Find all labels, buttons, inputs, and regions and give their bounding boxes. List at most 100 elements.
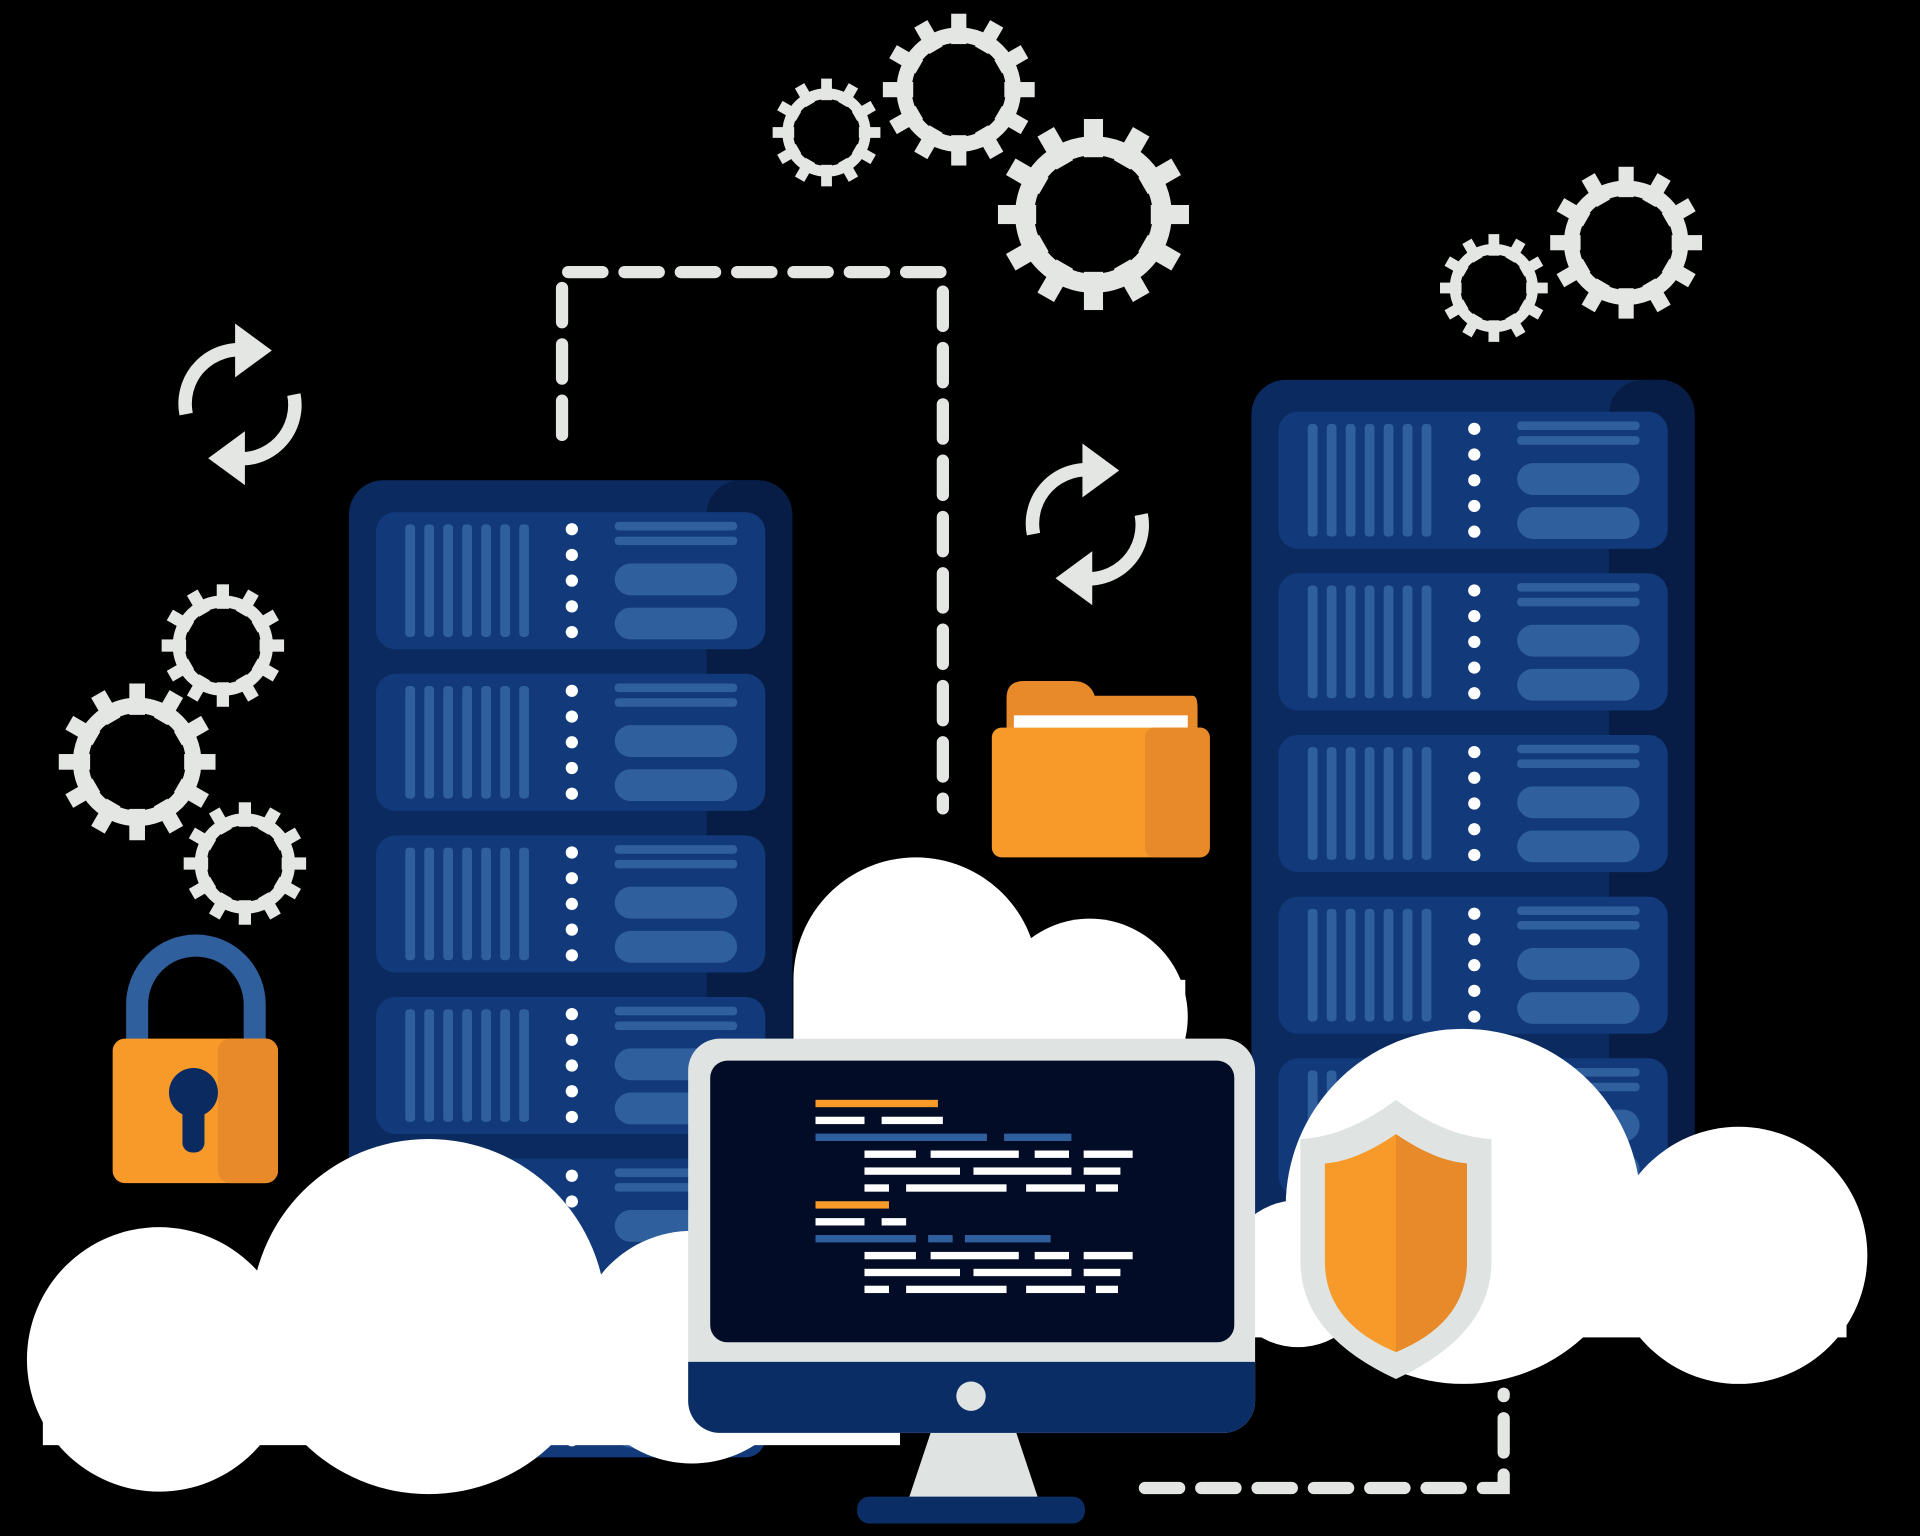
vent-bar: [1345, 908, 1356, 1022]
rack-unit: [375, 673, 766, 811]
rack-unit: [1278, 896, 1668, 1034]
indicator-line: [1517, 921, 1640, 930]
rack-unit: [1278, 411, 1668, 549]
status-dot: [565, 1169, 578, 1182]
indicator-line: [1517, 583, 1640, 592]
vent-bar: [481, 685, 492, 799]
status-dot: [1468, 745, 1481, 759]
drive-slot: [1517, 992, 1640, 1024]
status-dot: [565, 1033, 578, 1046]
status-dot: [1468, 797, 1481, 810]
code-line: [815, 1201, 889, 1209]
refresh-icons: [178, 323, 1149, 606]
code-line: [864, 1184, 889, 1192]
status-dot: [565, 710, 578, 723]
code-line: [864, 1150, 916, 1158]
status-dot: [1468, 771, 1481, 784]
refresh-icon: [178, 323, 302, 486]
status-dot: [565, 736, 578, 749]
gear-ring: [72, 697, 202, 827]
code-line: [1083, 1150, 1133, 1158]
vent-bar: [481, 524, 492, 637]
code-line: [815, 1218, 865, 1226]
vent-bar: [405, 1009, 416, 1122]
status-dot: [565, 523, 578, 536]
status-dot: [1468, 499, 1481, 513]
status-dot: [1468, 584, 1481, 597]
refresh-arc: [1078, 513, 1149, 586]
code-line: [1034, 1150, 1069, 1158]
vent-bar: [1402, 747, 1413, 860]
indicator-line: [614, 536, 738, 546]
refresh-arrowhead: [1055, 551, 1093, 606]
status-dot: [565, 1085, 578, 1098]
vent-bar: [424, 685, 435, 799]
vent-bar: [519, 1009, 529, 1122]
code-line: [1004, 1133, 1072, 1141]
vent-bar: [1421, 747, 1432, 860]
vent-bar: [443, 1009, 454, 1122]
vent-bar: [1364, 908, 1375, 1022]
vent-bar: [424, 1009, 435, 1122]
code-line: [1083, 1268, 1121, 1277]
vent-bar: [1421, 585, 1432, 699]
status-dot: [565, 872, 578, 885]
shield-icon: [1300, 1099, 1492, 1380]
status-dot: [565, 574, 578, 587]
vent-bar: [1326, 908, 1337, 1022]
status-dot: [1468, 610, 1481, 623]
refresh-arrowhead: [1082, 443, 1120, 498]
code-line: [906, 1285, 1007, 1294]
code-line: [864, 1285, 889, 1294]
status-dot: [565, 1195, 578, 1208]
monitor-screen: [710, 1060, 1235, 1343]
code-line: [864, 1268, 960, 1277]
gear-icon: [161, 584, 285, 707]
vent-bar: [1326, 423, 1337, 537]
vent-bar: [519, 847, 529, 961]
gear-ring: [1563, 180, 1689, 305]
dashed-connector-bottom: [1138, 1387, 1510, 1495]
vent-bar: [1421, 908, 1432, 1022]
vent-bar: [519, 524, 529, 637]
code-line: [1095, 1285, 1118, 1294]
gear-icon: [997, 119, 1189, 311]
vent-bar: [1326, 747, 1337, 860]
drive-slot: [614, 607, 738, 640]
vent-bar: [1307, 423, 1318, 537]
drive-slot: [1517, 507, 1640, 540]
vent-bar: [481, 847, 492, 961]
vent-bar: [462, 685, 473, 799]
status-dot: [565, 600, 578, 613]
status-dot: [565, 923, 578, 936]
vent-bar: [1364, 423, 1375, 537]
vent-bar: [500, 524, 510, 637]
vent-bar: [1345, 747, 1356, 860]
gear-ring: [194, 813, 296, 914]
indicator-line: [614, 683, 738, 693]
vent-bar: [1307, 908, 1318, 1022]
indicator-line: [614, 845, 738, 854]
drive-slot: [614, 563, 738, 596]
indicator-line: [1517, 906, 1640, 915]
vent-bar: [1326, 585, 1337, 699]
drive-slot: [1517, 830, 1640, 863]
rack-unit: [375, 835, 766, 973]
drive-slot: [1517, 948, 1640, 980]
code-line: [973, 1167, 1072, 1175]
vent-bar: [481, 1009, 492, 1122]
code-line: [930, 1251, 1019, 1260]
status-dot: [1468, 635, 1481, 648]
vent-bar: [462, 847, 473, 961]
vent-bar: [1421, 423, 1432, 537]
code-line: [881, 1116, 943, 1125]
gear-ring: [172, 595, 274, 696]
refresh-arrowhead: [235, 323, 272, 378]
status-dot: [565, 1110, 578, 1124]
refresh-arc: [1025, 463, 1096, 536]
indicator-line: [1517, 759, 1640, 768]
code-line: [864, 1251, 916, 1260]
status-dot: [565, 1059, 578, 1072]
code-line: [1034, 1251, 1069, 1260]
gear-ring: [1449, 243, 1539, 333]
